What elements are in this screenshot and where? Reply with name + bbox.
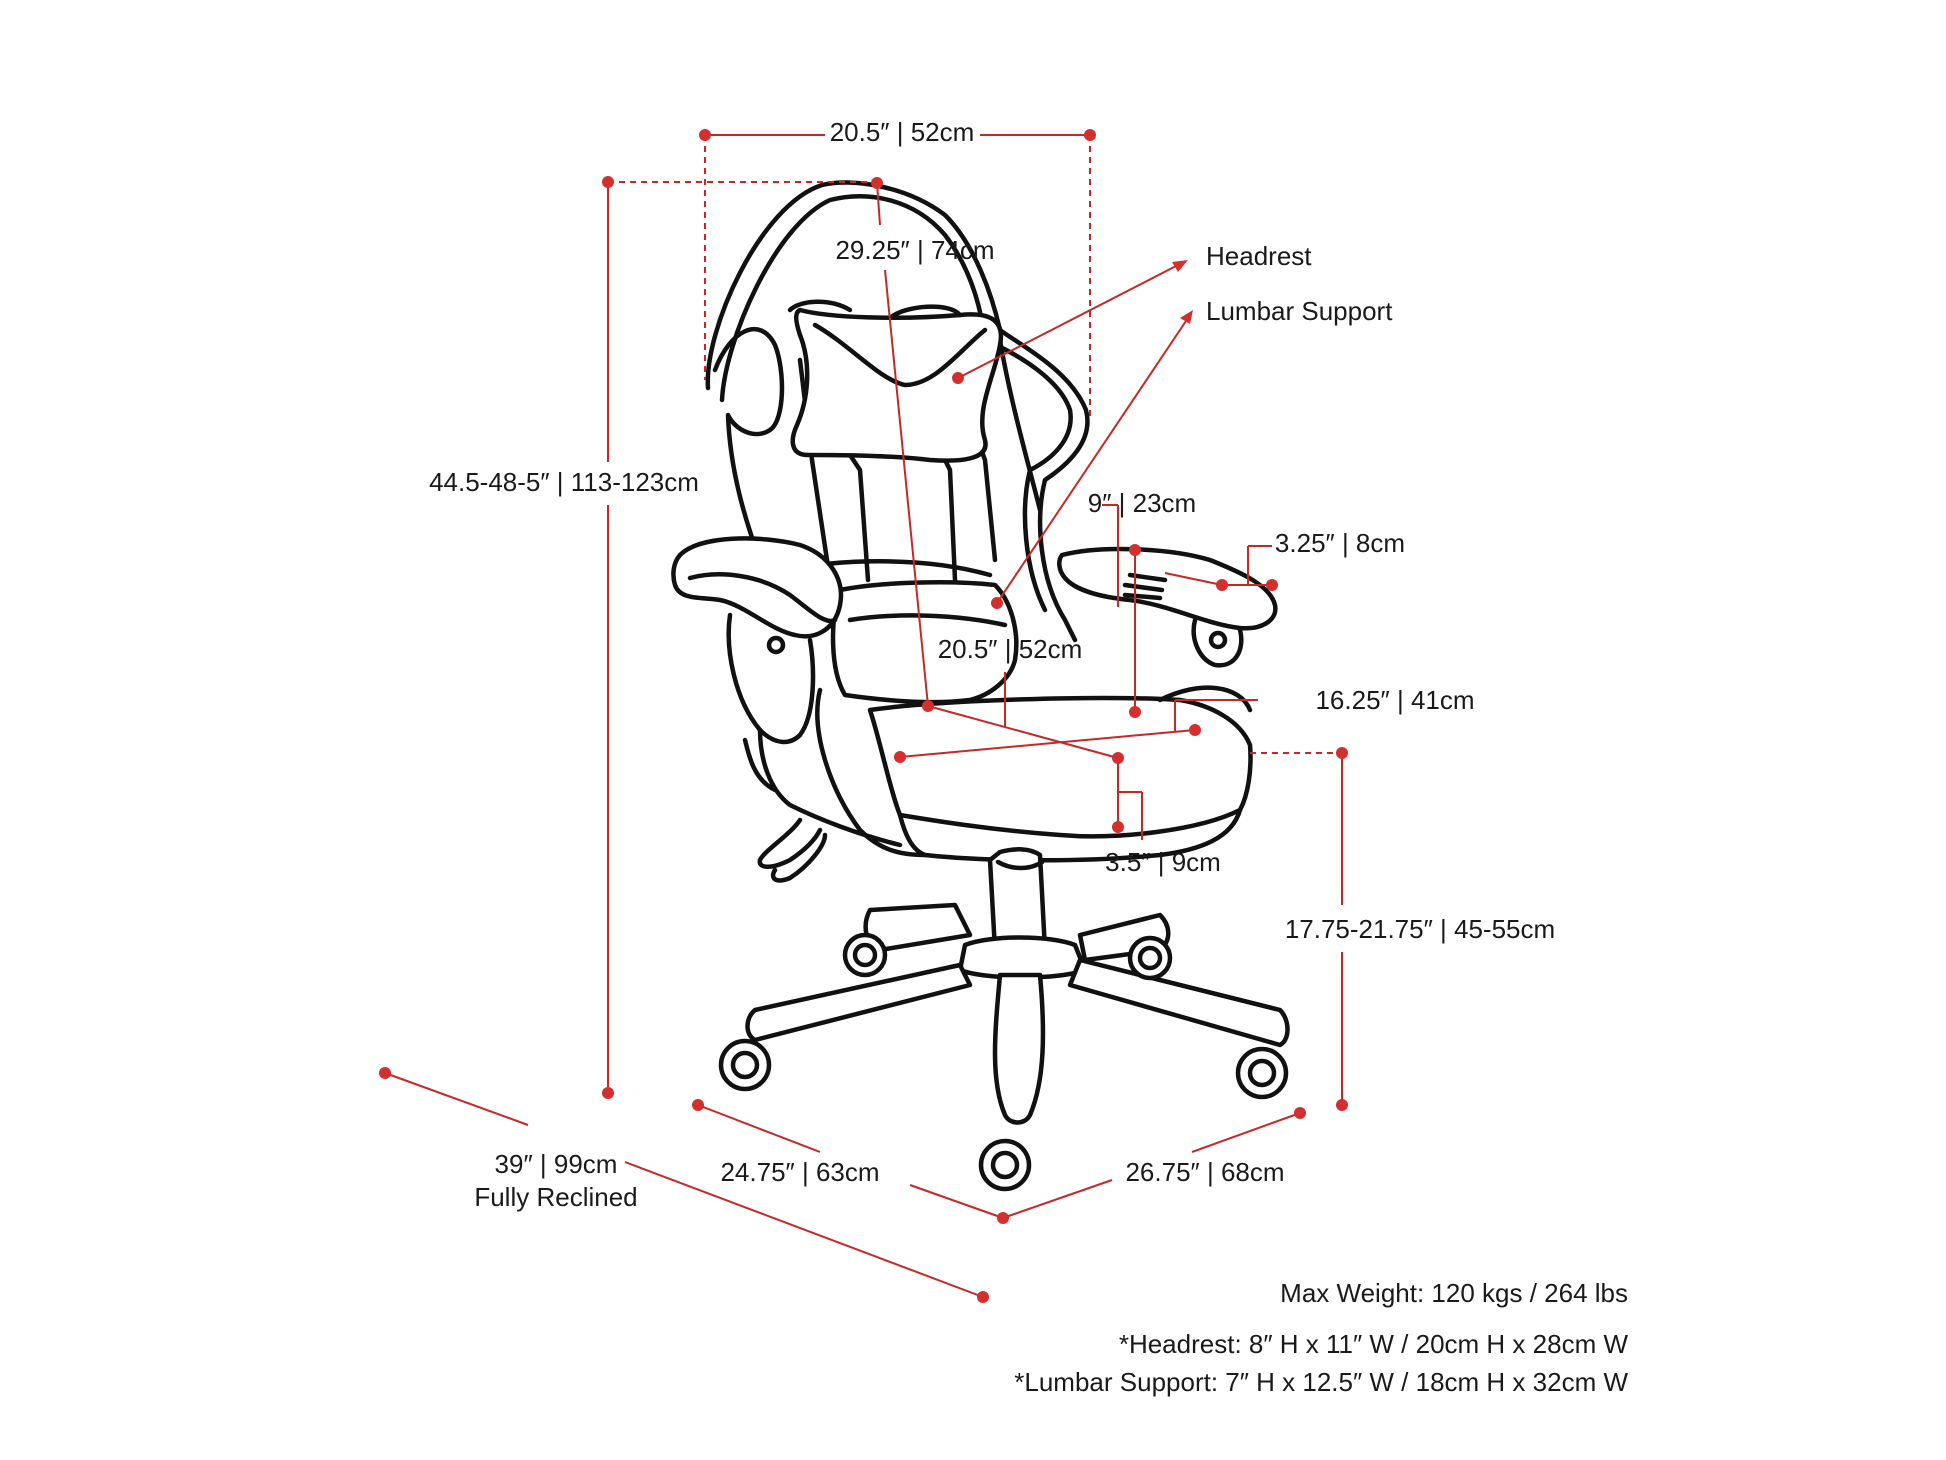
callout-headrest: Headrest	[1206, 241, 1312, 271]
lumbar-pillow-crease	[847, 613, 1008, 628]
label-armrest-height: 9″ | 23cm	[1088, 488, 1196, 518]
label-top-width: 20.5″ | 52cm	[830, 117, 975, 147]
seat-left-bolster	[815, 687, 928, 858]
lumbar-pillow	[830, 580, 1019, 705]
label-seat-width: 20.5″ | 52cm	[938, 634, 1083, 664]
note-headrest-size: *Headrest: 8″ H x 11″ W / 20cm H x 28cm …	[1119, 1329, 1629, 1359]
label-base-width: 26.75″ | 68cm	[1125, 1157, 1284, 1187]
note-lumbar-size: *Lumbar Support: 7″ H x 12.5″ W / 18cm H…	[1014, 1367, 1628, 1397]
headrest-strap-right	[887, 304, 963, 321]
caster-front	[978, 1138, 1032, 1192]
base-hub	[957, 935, 1088, 980]
backrest-side	[997, 337, 1043, 513]
base-leg-front	[992, 972, 1046, 1125]
right-armrest-support	[1191, 617, 1244, 668]
label-back-height: 29.25″ | 74cm	[835, 235, 994, 265]
label-reclined-length: 39″ | 99cm	[495, 1149, 618, 1179]
recline-lever	[757, 817, 828, 883]
left-armrest-lever	[742, 737, 778, 793]
caster-back-left	[842, 932, 888, 978]
base-leg-left	[745, 962, 973, 1043]
seat-front-edge	[897, 807, 1243, 863]
callout-labels: Headrest Lumbar Support	[1206, 241, 1393, 326]
caster-left	[718, 1038, 772, 1092]
left-armrest-knob	[766, 635, 786, 655]
right-armrest-pad	[1057, 546, 1278, 631]
note-max-weight: Max Weight: 120 kgs / 264 lbs	[1280, 1278, 1628, 1308]
backrest-channel-mid	[837, 437, 871, 583]
left-armrest-pad	[671, 536, 844, 639]
label-seat-height: 17.75-21.75″ | 45-55cm	[1285, 914, 1555, 944]
label-reclined-note: Fully Reclined	[474, 1182, 637, 1212]
label-overall-height: 44.5-48-5″ | 113-123cm	[429, 467, 699, 497]
dimension-dots	[379, 129, 1348, 1303]
label-seat-thickness: 3.5″ | 9cm	[1105, 847, 1221, 877]
left-armrest-edge	[687, 572, 838, 624]
backrest-shell	[705, 180, 1090, 643]
label-base-depth: 24.75″ | 63cm	[720, 1157, 879, 1187]
dimension-labels: 20.5″ | 52cm 29.25″ | 74cm 44.5-48-5″ | …	[429, 117, 1555, 1212]
base-leg-right	[1067, 957, 1290, 1048]
seat-cushion	[867, 695, 1253, 839]
left-armrest-support	[726, 612, 816, 745]
caster-right	[1235, 1046, 1289, 1100]
gas-lift-top	[995, 859, 1045, 871]
right-armrest-knob	[1208, 630, 1228, 650]
seat-right-bolster	[1157, 685, 1253, 713]
callout-lumbar: Lumbar Support	[1206, 296, 1393, 326]
spec-notes: Max Weight: 120 kgs / 264 lbs *Headrest:…	[1014, 1278, 1628, 1397]
label-seat-depth: 16.25″ | 41cm	[1315, 685, 1474, 715]
dimension-lines	[384, 134, 1343, 1298]
chair-illustration	[671, 180, 1290, 1192]
label-armrest-width: 3.25″ | 8cm	[1275, 528, 1405, 558]
caster-back-right	[1127, 935, 1173, 981]
backrest-left-wing	[712, 326, 785, 563]
headrest-strap-left	[787, 299, 853, 313]
headrest-pillow-curve	[812, 322, 988, 388]
seat-side	[757, 727, 903, 848]
